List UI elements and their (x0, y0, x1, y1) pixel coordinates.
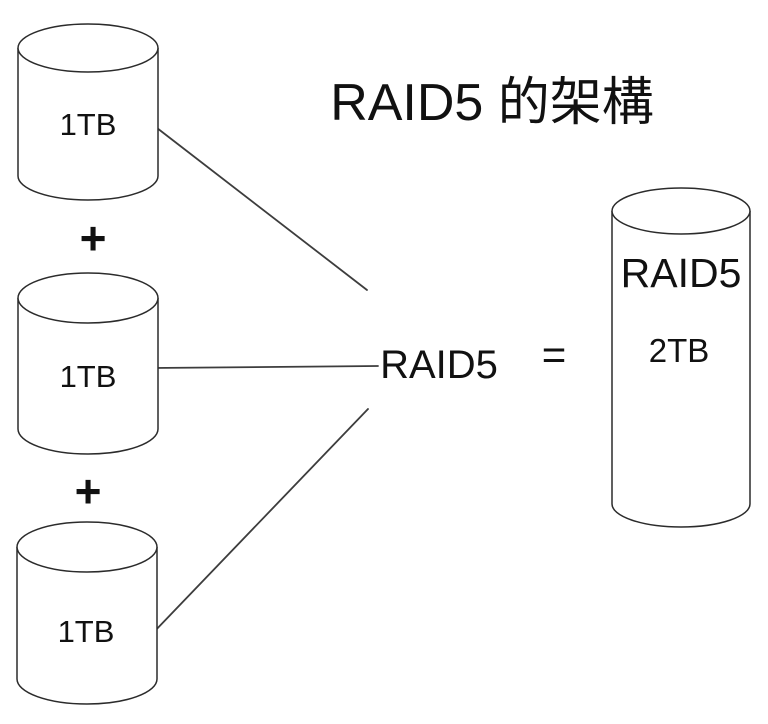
result-disk-capacity: 2TB (649, 332, 710, 369)
disk-top (17, 272, 159, 324)
disk1-capacity-label: 1TB (60, 107, 117, 142)
source-disk-2: 1TB (17, 272, 159, 455)
result-disk-name: RAID5 (621, 250, 742, 296)
disk3-capacity-label: 1TB (58, 614, 115, 649)
plus-operator-1: + (80, 212, 107, 264)
disk-body (17, 298, 159, 455)
disk-top (17, 23, 159, 73)
disk-top (611, 187, 751, 235)
connector-line-disk1 (156, 127, 368, 291)
disk-body (17, 48, 159, 201)
disk-top (16, 521, 158, 573)
connector-line-disk3 (151, 408, 369, 635)
disk-body (611, 211, 751, 528)
plus-operator-2: + (75, 465, 102, 517)
connector-line-disk2 (151, 365, 379, 369)
disk2-capacity-label: 1TB (60, 359, 117, 394)
diagram-title: RAID5 的架構 (330, 74, 654, 132)
source-disk-3: 1TB (16, 521, 158, 705)
source-disk-1: 1TB (17, 23, 159, 201)
disk-body (16, 547, 158, 705)
raid5-node-label: RAID5 (380, 343, 498, 387)
equals-operator: = (542, 331, 567, 378)
result-disk: RAID5 2TB (611, 187, 751, 528)
